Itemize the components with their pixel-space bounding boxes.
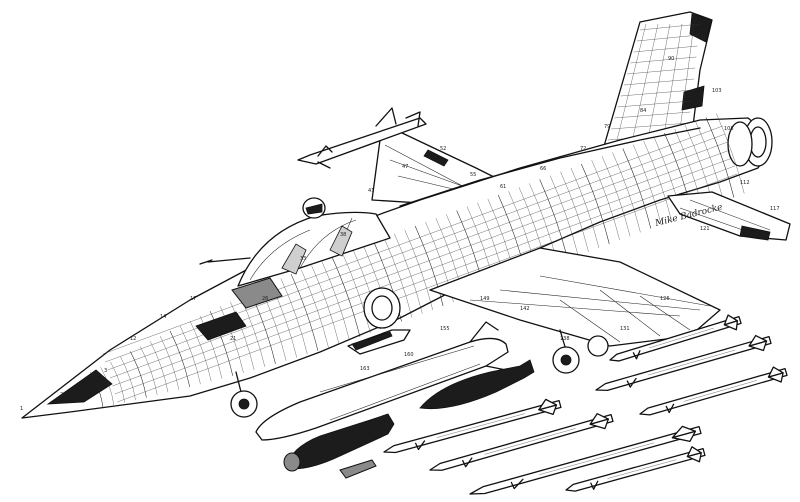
missile-rocket-1	[383, 398, 562, 454]
callout-number: 155	[440, 326, 450, 332]
callout-number: 95	[700, 36, 706, 42]
callout-number: 55	[470, 172, 476, 178]
fuselage	[21, 113, 773, 419]
callout-number: 142	[520, 306, 530, 312]
nose-landing-gear	[230, 371, 258, 418]
callout-number: 108	[724, 126, 734, 132]
cluster-bomb	[347, 329, 411, 355]
callout-number: 2	[60, 392, 63, 398]
missile-sidewinder-2	[639, 366, 788, 416]
callout-number: 1	[20, 406, 23, 412]
callout-number: 149	[480, 296, 490, 302]
callout-number: 79	[604, 124, 610, 130]
callout-number: 131	[620, 326, 630, 332]
bomb-dark-upper	[419, 359, 535, 409]
horizontal-stabilizer	[667, 191, 791, 241]
callout-number: 38	[340, 232, 346, 238]
wingtip-missile-far	[297, 107, 427, 169]
missile-sidewinder-1	[595, 334, 772, 392]
callout-number: 21	[230, 336, 236, 342]
near-wing	[429, 247, 721, 347]
cockpit	[199, 211, 391, 287]
missile-group	[383, 314, 788, 495]
callout-number: 121	[700, 226, 710, 232]
missile-maverick-1	[429, 413, 614, 471]
callout-number: 12	[130, 336, 136, 342]
callout-number: 14	[160, 314, 166, 320]
callout-number: 26	[262, 296, 268, 302]
callout-number: 126	[660, 296, 670, 302]
callout-number: 160	[404, 352, 414, 358]
callout-number: 66	[540, 166, 546, 172]
air-intake	[363, 287, 401, 329]
callout-number: 90	[668, 56, 674, 62]
bomb-dark-lower	[283, 413, 395, 472]
callout-numbers: 1231214172126333841475255616672798490951…	[20, 36, 780, 412]
callout-number: 84	[640, 108, 646, 114]
callout-number: 47	[402, 164, 408, 170]
drop-tank	[255, 321, 509, 441]
callout-number: 72	[580, 146, 586, 152]
callout-number: 3	[104, 368, 107, 374]
callout-number: 52	[440, 146, 446, 152]
missile-maverick-2	[469, 425, 702, 495]
missile-sidewinder-3	[609, 314, 742, 362]
missile-sparrow-1	[565, 446, 706, 492]
gun-pod	[339, 459, 377, 479]
callout-number: 138	[560, 336, 570, 342]
callout-number: 117	[770, 206, 780, 212]
callout-number: 103	[712, 88, 722, 94]
callout-number: 163	[360, 366, 370, 372]
callout-number: 112	[740, 180, 750, 186]
callout-number: 61	[500, 184, 506, 190]
callout-number: 41	[368, 188, 374, 194]
callout-number: 33	[300, 256, 306, 262]
pilot-helmet	[302, 197, 326, 219]
callout-number: 17	[190, 296, 196, 302]
main-landing-gear	[552, 329, 609, 374]
